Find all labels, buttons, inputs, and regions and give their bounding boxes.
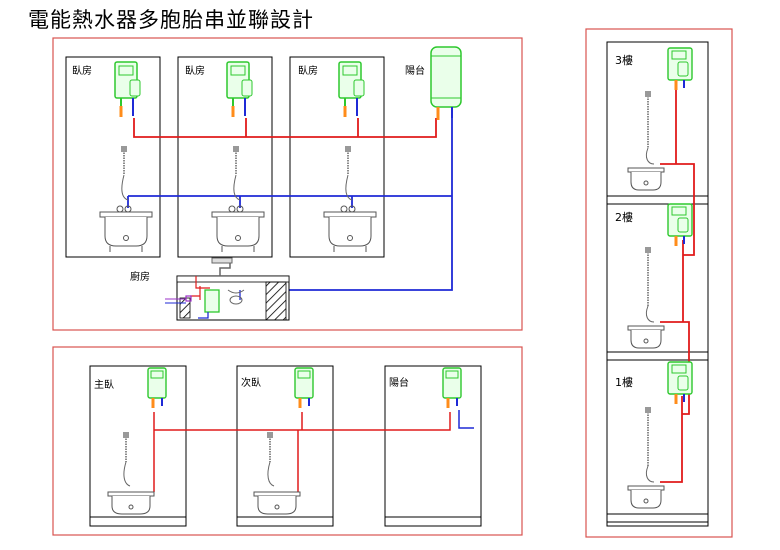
water-heater-icon [114, 61, 141, 117]
floor-label-3: 3樓 [615, 53, 633, 67]
panel-b-frame [52, 346, 523, 536]
water-heater-icon [147, 367, 167, 408]
room-b2: 次臥 [236, 365, 334, 527]
hot-pipe-a [133, 118, 437, 138]
water-heater-icon [226, 61, 253, 117]
shower-head-icon [645, 247, 655, 323]
room-label-a1: 臥房 [72, 64, 92, 77]
shower-head-icon [233, 146, 241, 201]
bathtub-icon [627, 167, 665, 191]
water-heater-icon [667, 361, 693, 404]
cold-pipe-a [127, 112, 453, 291]
room-label-a2: 臥房 [185, 64, 205, 77]
tank-location-label: 陽台 [405, 64, 425, 77]
shower-head-icon [121, 146, 129, 201]
room-label-b1: 主臥 [94, 379, 114, 391]
cold-pipe-b [458, 410, 474, 429]
bathtub-icon [627, 485, 665, 509]
bathtub-icon [627, 325, 665, 349]
bathtub-icon [211, 205, 265, 252]
hot-pipe-c [660, 90, 695, 483]
building-outline [606, 41, 709, 527]
water-heater-icon [442, 367, 462, 408]
storage-tank-icon [430, 46, 462, 120]
water-heater-icon [338, 61, 365, 117]
bathtub-icon [323, 205, 377, 252]
panel-c-frame [585, 28, 733, 538]
shower-head-icon [345, 146, 353, 201]
room-a1: 臥房 [65, 56, 161, 258]
bathtub-icon [253, 491, 301, 515]
room-label-a3: 臥房 [298, 64, 318, 77]
shower-head-icon [123, 432, 131, 487]
bathtub-icon [107, 491, 155, 515]
room-b1: 主臥 [89, 365, 187, 527]
kitchen-sink-icon [165, 257, 290, 321]
panel-a: 臥房 臥房 臥房 陽台 [65, 46, 462, 321]
floor-label-1: 1樓 [615, 375, 633, 389]
panel-c: 3樓 2樓 1樓 [606, 41, 709, 527]
water-heater-icon [294, 367, 314, 408]
room-b3: 陽台 [384, 365, 482, 527]
room-a3: 臥房 [289, 56, 385, 258]
shower-head-icon [645, 91, 655, 165]
floor-label-2: 2樓 [615, 210, 633, 224]
shower-head-icon [267, 432, 275, 487]
room-a2: 臥房 [177, 56, 273, 258]
bathtub-icon [99, 205, 153, 252]
shower-head-icon [645, 407, 655, 483]
panel-b: 主臥 次臥 陽台 [89, 365, 482, 527]
room-label-b3: 陽台 [389, 376, 409, 389]
kitchen-label: 廚房 [130, 270, 150, 283]
water-heater-icon [667, 47, 693, 90]
water-heater-icon [667, 203, 693, 246]
page-title: 電能熱水器多胞胎串並聯設計 [28, 8, 314, 32]
floor-slab [606, 195, 709, 523]
hot-pipe-b [153, 412, 451, 492]
room-label-b2: 次臥 [241, 376, 261, 389]
panel-a-frame [52, 37, 523, 331]
